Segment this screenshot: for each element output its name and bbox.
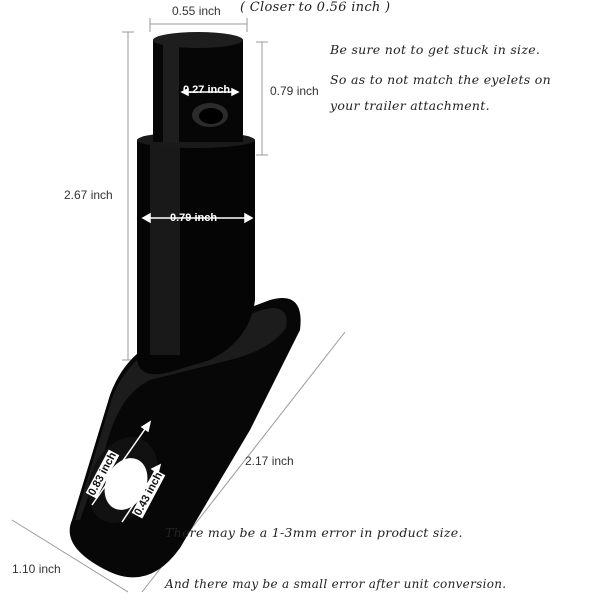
base-width-label: 1.10 inch xyxy=(12,562,61,576)
note-top-line-2: So as to not match the eyelets on xyxy=(330,72,551,87)
base-length-label: 2.17 inch xyxy=(245,454,294,468)
note-bottom-line-2: And there may be a small error after uni… xyxy=(165,577,507,591)
note-top-line-1: Be sure not to get stuck in size. xyxy=(330,42,541,57)
pin-hole-label: 0.27 inch xyxy=(183,84,231,96)
top-width-note: ( Closer to 0.56 inch ) xyxy=(240,0,391,15)
top-width-label: 0.55 inch xyxy=(172,4,221,18)
note-bottom-line-1: There may be a 1-3mm error in product si… xyxy=(165,525,463,540)
body-width-label: 0.79 inch xyxy=(170,212,218,224)
note-top-line-3: your trailer attachment. xyxy=(330,98,490,113)
coupler-part xyxy=(69,32,301,578)
body-height-label: 2.67 inch xyxy=(64,188,113,202)
pin-height-label: 0.79 inch xyxy=(270,84,319,98)
